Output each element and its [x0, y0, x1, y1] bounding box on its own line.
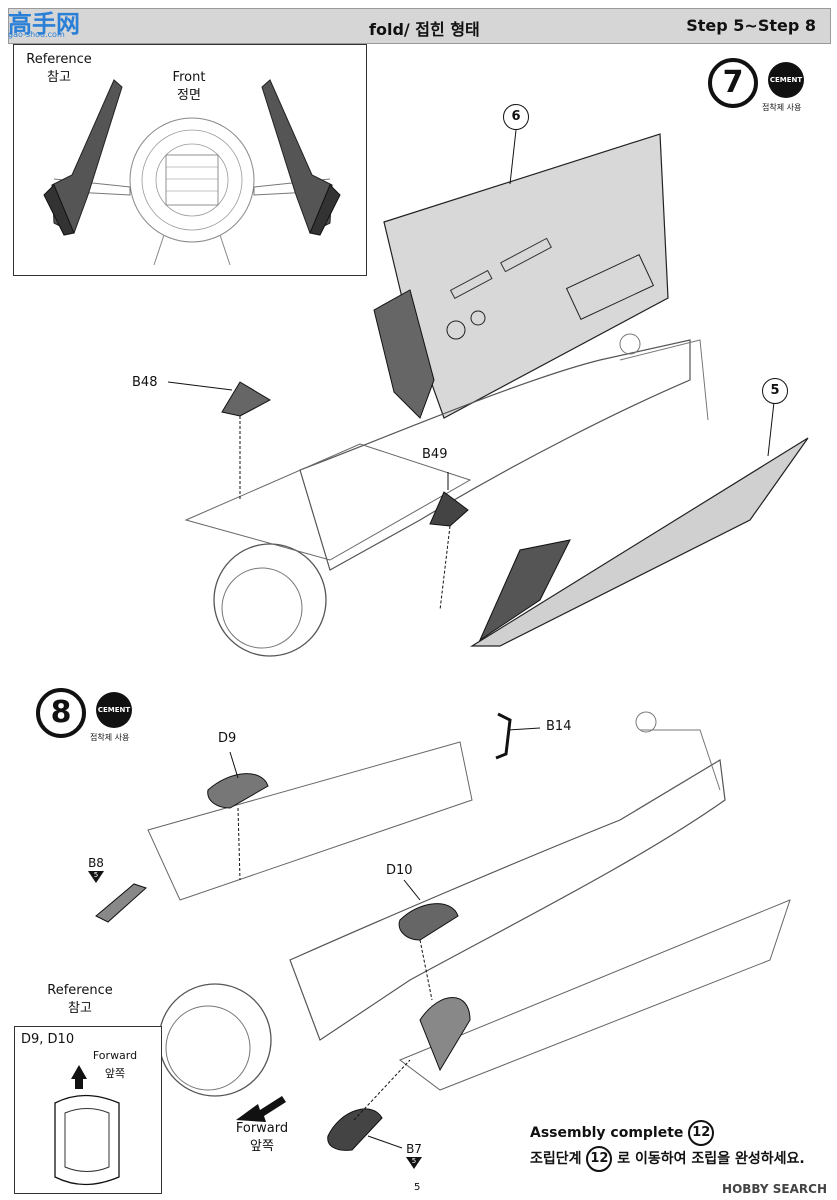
forward-label: Forward 앞쪽 [232, 1120, 292, 1156]
reference-label-bottom-en: Reference [47, 983, 113, 998]
reference-label-kr: 참고 [47, 70, 71, 85]
part-label-d9: D9 [218, 731, 237, 746]
reference-label-en: Reference [26, 52, 92, 67]
assembly-kr-prefix: 조립단계 [530, 1151, 582, 1167]
cement-caption: 접착제 사용 [762, 103, 802, 112]
reference-forward-label: Forward 앞쪽 [87, 1047, 143, 1083]
watermark-url: gao-shou.com [8, 30, 65, 39]
header-bar: fold/ 접힌 형태 Step 5~Step 8 [8, 8, 831, 44]
reference-box-d9-d10: D9, D10 Forward 앞쪽 [14, 1026, 162, 1194]
part-label-b8-text: B8 [88, 856, 104, 870]
sprue-ref-b8: 5 [88, 871, 104, 883]
part-label-b7: B7 5 [402, 1142, 426, 1169]
reference-box-front: Reference 참고 Front 정면 [13, 44, 367, 276]
forward-label-kr: 앞쪽 [250, 1139, 274, 1154]
d9-d10-top-view [54, 1065, 120, 1186]
reference-label-bottom: Reference 참고 [40, 982, 120, 1018]
cement-icon: CEMENT [768, 62, 804, 98]
part-label-b8: B8 5 [84, 856, 108, 883]
front-label: Front 정면 [159, 69, 219, 105]
step-7-marker: 7 [708, 58, 758, 108]
assembly-step-circle: 12 [688, 1120, 715, 1146]
sprue-ref-b7: 5 [406, 1157, 422, 1169]
reference-label-bottom-kr: 참고 [68, 1001, 92, 1016]
part-label-b7-text: B7 [406, 1142, 422, 1156]
forward-label-en: Forward [235, 1121, 289, 1136]
front-label-kr: 정면 [177, 88, 201, 103]
part-label-d10: D10 [386, 863, 413, 878]
page-number: 5 [414, 1182, 421, 1193]
assembly-kr-suffix: 로 이동하여 조립을 완성하세요. [617, 1151, 805, 1167]
reference-forward-en: Forward [92, 1049, 138, 1062]
reference-forward-kr: 앞쪽 [104, 1067, 126, 1080]
step-range: Step 5~Step 8 [686, 16, 816, 35]
watermark-logo: 高手网 [8, 10, 80, 38]
assembly-complete-text: Assembly complete [530, 1125, 684, 1141]
step-7-drawing [167, 129, 809, 657]
cement-caption: 접착제 사용 [90, 733, 130, 742]
assembly-complete: Assembly complete 12 [530, 1120, 715, 1146]
assembly-instruction-kr: 조립단계 12 로 이동하여 조립을 완성하세요. [530, 1146, 805, 1172]
sprue-ref-b7-num: 5 [411, 1157, 417, 1165]
part-label-b49: B49 [422, 447, 448, 462]
front-label-en: Front [172, 70, 206, 85]
part-label-b48: B48 [132, 375, 158, 390]
front-view-drawing [43, 79, 341, 266]
cement-icon: CEMENT [96, 692, 132, 728]
assembly-kr-step-circle: 12 [586, 1146, 613, 1172]
page-title: fold/ 접힌 형태 [369, 20, 480, 39]
part-callout-6: 6 [503, 104, 529, 130]
up-arrow-icon [71, 1065, 87, 1089]
sprue-ref-b8-num: 5 [93, 871, 99, 879]
step-8-marker: 8 [36, 688, 86, 738]
hobby-search-watermark: HOBBY SEARCH [722, 1182, 827, 1196]
part-label-b14: B14 [546, 719, 572, 734]
reference-label: Reference 참고 [24, 51, 94, 87]
reference-box-title: D9, D10 [21, 1032, 75, 1047]
part-callout-5: 5 [762, 378, 788, 404]
